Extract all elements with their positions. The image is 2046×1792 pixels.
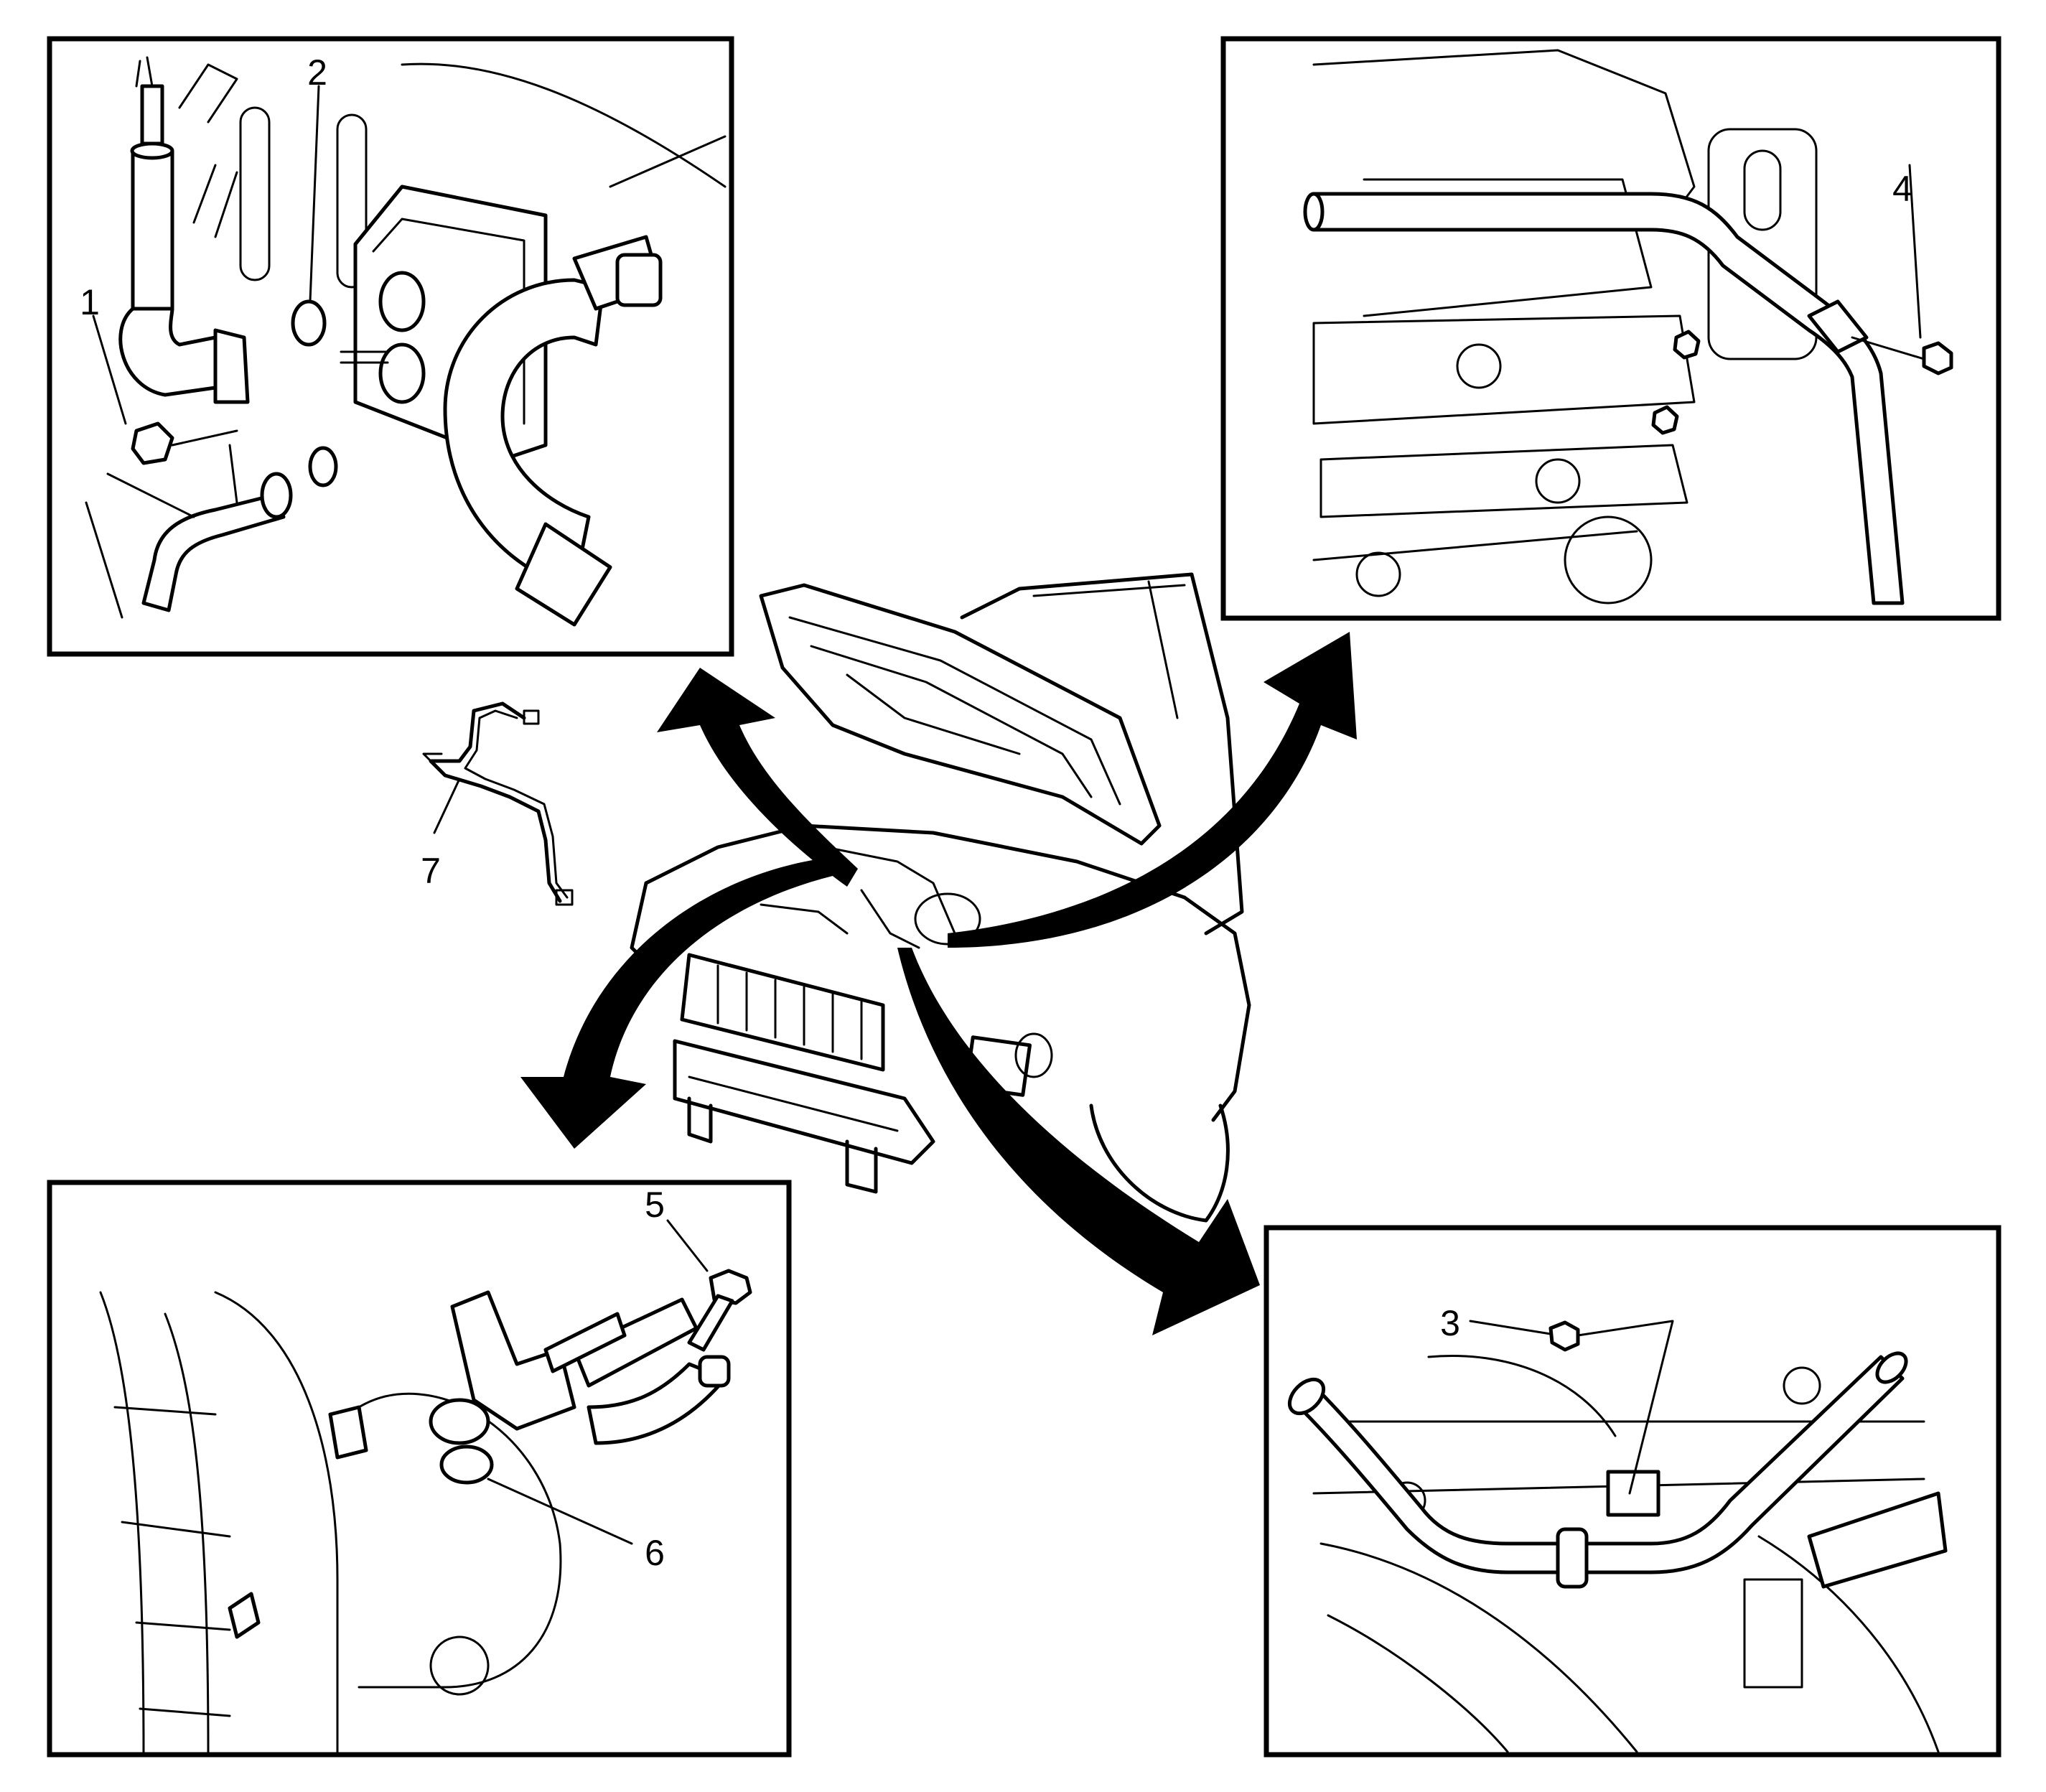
- hose-assembly-7: 7: [421, 701, 574, 906]
- callout-6: 6: [645, 1533, 665, 1573]
- arrow-to-bottom-right: [897, 948, 1260, 1335]
- callout-5: 5: [645, 1185, 665, 1225]
- callout-3: 3: [1440, 1303, 1460, 1343]
- grille: [680, 953, 885, 1072]
- panel-bottom-left: 5 6: [47, 1180, 792, 1758]
- arrow-to-top-left: [657, 668, 858, 887]
- nut-1: [131, 421, 174, 465]
- callout-4: 4: [1892, 169, 1912, 209]
- callout-2: 2: [307, 52, 327, 93]
- nut-4: [1922, 341, 1953, 375]
- arrow-to-top-right: [948, 632, 1357, 948]
- panel-bottom-right: 3: [1263, 1225, 2001, 1758]
- panel-top-left: 1 2: [47, 36, 734, 657]
- callout-7: 7: [421, 851, 441, 891]
- arrow-to-bottom-left: [520, 858, 833, 1149]
- nut-3: [1548, 1320, 1580, 1352]
- bolt-5: [687, 1269, 752, 1352]
- callout-1: 1: [80, 282, 100, 322]
- panel-top-right: 4: [1220, 36, 2001, 621]
- seal-6: [439, 1445, 494, 1485]
- panel-bottom-left-frame: [47, 1180, 792, 1758]
